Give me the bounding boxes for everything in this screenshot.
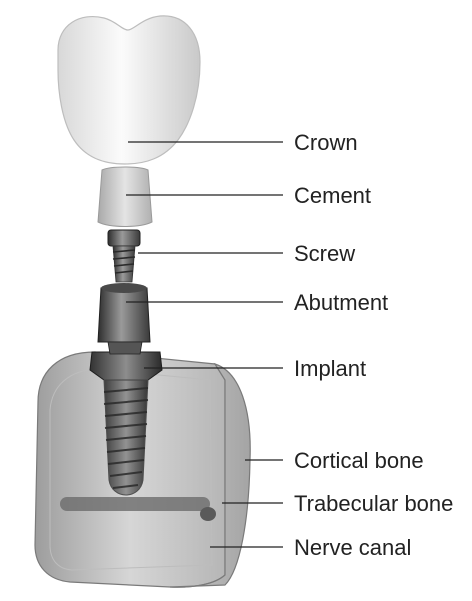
label-cement: Cement xyxy=(294,183,371,208)
label-trabecular-bone: Trabecular bone xyxy=(294,491,453,516)
label-implant: Implant xyxy=(294,356,366,381)
nerve-canal-opening xyxy=(200,507,216,521)
cement xyxy=(98,167,152,227)
label-crown: Crown xyxy=(294,130,358,155)
label-nerve-canal: Nerve canal xyxy=(294,535,411,560)
screw xyxy=(108,230,140,282)
abutment xyxy=(98,283,150,354)
label-abutment: Abutment xyxy=(294,290,388,315)
label-screw: Screw xyxy=(294,241,355,266)
label-cortical-bone: Cortical bone xyxy=(294,448,424,473)
nerve-canal-tube xyxy=(60,497,210,511)
